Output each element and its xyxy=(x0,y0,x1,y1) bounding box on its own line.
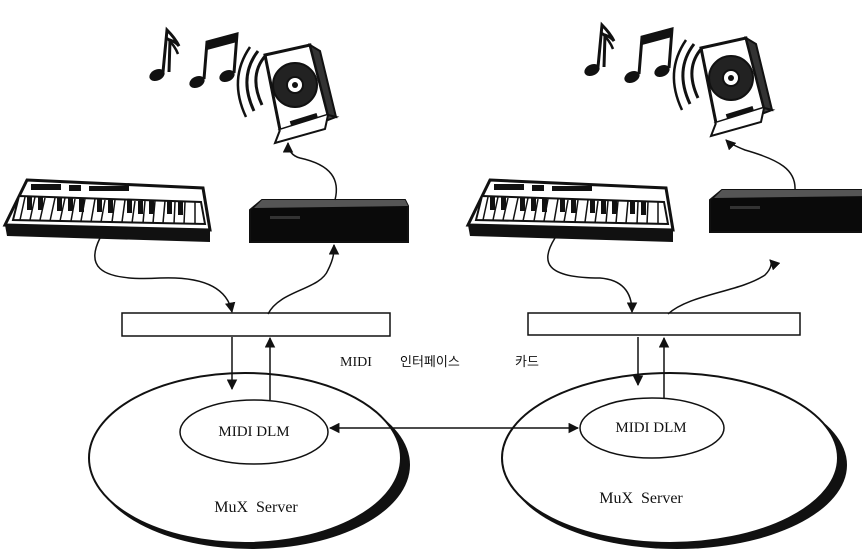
card-to-module-arrow xyxy=(668,260,771,314)
interface-caption-prefix: MIDI xyxy=(340,355,372,370)
interface-caption-korean: 인터페이스 xyxy=(400,354,460,369)
music-notes-icon xyxy=(582,25,672,85)
music-notes-icon xyxy=(147,30,237,90)
speaker-icon xyxy=(674,38,772,136)
interface-caption-suffix: 카드 xyxy=(515,354,539,369)
sound-module-icon xyxy=(250,200,408,242)
speaker-icon xyxy=(238,45,336,143)
server-label-left: MuX Server xyxy=(214,499,298,516)
card-to-module-arrow xyxy=(268,245,334,314)
midi-interface-card-right xyxy=(528,313,800,335)
keyboard-icon xyxy=(5,180,210,242)
keyboard-icon xyxy=(468,180,673,242)
module-to-speaker-arrow xyxy=(288,143,336,200)
sound-module-icon xyxy=(710,190,862,232)
midi-interface-card-left xyxy=(122,313,390,336)
keyboard-to-card-arrow xyxy=(548,238,632,312)
dlm-label-left: MIDI DLM xyxy=(218,424,289,440)
keyboard-to-card-arrow xyxy=(95,238,232,312)
server-label-right: MuX Server xyxy=(599,490,683,507)
left-node: MIDI DLM MuX Server xyxy=(5,30,410,549)
dlm-label-right: MIDI DLM xyxy=(615,420,686,436)
right-node: MIDI DLM MuX Server xyxy=(468,25,862,549)
module-to-speaker-arrow xyxy=(726,140,795,190)
